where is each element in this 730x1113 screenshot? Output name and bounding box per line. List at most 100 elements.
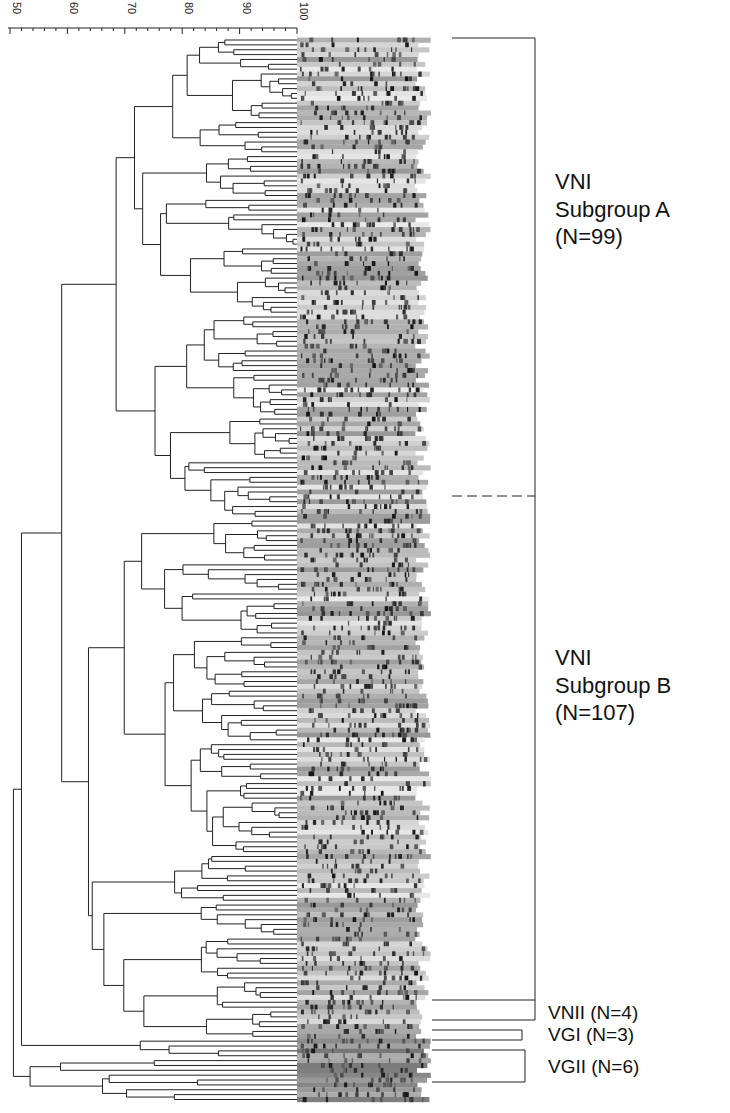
gel-band (338, 699, 342, 704)
gel-band (418, 480, 419, 485)
gel-band (341, 674, 345, 679)
gel-band (373, 62, 377, 67)
gel-band (391, 67, 393, 72)
gel-band (362, 742, 364, 747)
gel-band (379, 446, 381, 451)
gel-band (321, 733, 322, 738)
gel-band (399, 62, 401, 67)
gel-band (349, 198, 353, 203)
gel-band (353, 990, 354, 995)
gel-band (365, 256, 368, 261)
gel-band (357, 524, 360, 529)
gel-lane (297, 942, 422, 947)
gel-band (372, 300, 376, 305)
gel-band (417, 295, 418, 300)
gel-band (364, 635, 365, 640)
gel-lane (297, 995, 426, 1000)
gel-band (320, 227, 322, 232)
gel-band (377, 626, 380, 631)
gel-band (348, 728, 350, 733)
gel-band (319, 281, 321, 286)
gel-band (380, 1039, 383, 1044)
gel-band (355, 582, 356, 587)
gel-band (361, 626, 362, 631)
gel-lane (297, 164, 417, 169)
gel-band (364, 319, 368, 324)
gel-lane (297, 310, 424, 315)
gel-lane (297, 217, 416, 222)
gel-band (401, 305, 402, 310)
gel-band (349, 791, 351, 796)
gel-band (333, 315, 335, 320)
gel-lane (297, 888, 422, 893)
gel-band (336, 703, 337, 708)
gel-band (405, 339, 408, 344)
gel-band (389, 528, 390, 533)
gel-band (399, 354, 402, 359)
gel-lane (297, 830, 428, 835)
gel-band (318, 786, 322, 791)
gel-lane (297, 324, 428, 329)
gel-band (370, 159, 371, 164)
gel-band (383, 626, 386, 631)
gel-band (352, 499, 356, 504)
gel-band (352, 946, 355, 951)
gel-band (415, 728, 418, 733)
gel-band (365, 193, 369, 198)
gel-band (350, 742, 352, 747)
gel-band (413, 538, 417, 543)
gel-band (320, 699, 324, 704)
gel-band (375, 869, 377, 874)
gel-band (409, 908, 412, 913)
gel-band (357, 932, 359, 937)
gel-band (372, 718, 374, 723)
gel-band (402, 718, 405, 723)
gel-band (411, 1078, 413, 1083)
gel-band (348, 164, 351, 169)
gel-band (336, 922, 339, 927)
gel-band (348, 951, 352, 956)
gel-band (372, 465, 373, 470)
gel-lane (297, 679, 423, 684)
gel-band (399, 227, 403, 232)
gel-band (390, 494, 391, 499)
gel-band (359, 213, 361, 218)
gel-band (331, 38, 333, 43)
gel-lane (297, 106, 419, 111)
gel-lane (297, 655, 423, 660)
gel-lane (297, 470, 423, 475)
gel-band (403, 256, 405, 261)
gel-band (417, 373, 418, 378)
gel-band (368, 577, 371, 582)
gel-lane (297, 611, 431, 616)
gel-band (413, 762, 416, 767)
gel-band (340, 771, 343, 776)
gel-band (398, 38, 401, 43)
gel-band (391, 806, 395, 811)
gel-band (352, 120, 354, 125)
gel-band (335, 111, 337, 116)
gel-band (367, 475, 370, 480)
gel-band (338, 883, 341, 888)
gel-band (419, 849, 422, 854)
gel-band (303, 402, 306, 407)
gel-lane (297, 937, 415, 942)
gel-band (367, 616, 369, 621)
gel-band (313, 626, 315, 631)
gel-band (346, 499, 349, 504)
gel-band (371, 533, 373, 538)
gel-band (336, 553, 338, 558)
gel-band (329, 655, 332, 660)
gel-band (385, 300, 387, 305)
gel-lane (297, 951, 431, 956)
gel-band (414, 174, 415, 179)
gel-band (399, 703, 401, 708)
gel-band (413, 334, 415, 339)
gel-band (365, 966, 368, 971)
gel-band (369, 762, 370, 767)
gel-band (412, 874, 414, 879)
gel-lane (297, 1000, 416, 1005)
gel-band (398, 524, 400, 529)
gel-band (311, 771, 314, 776)
gel-band (407, 407, 408, 412)
